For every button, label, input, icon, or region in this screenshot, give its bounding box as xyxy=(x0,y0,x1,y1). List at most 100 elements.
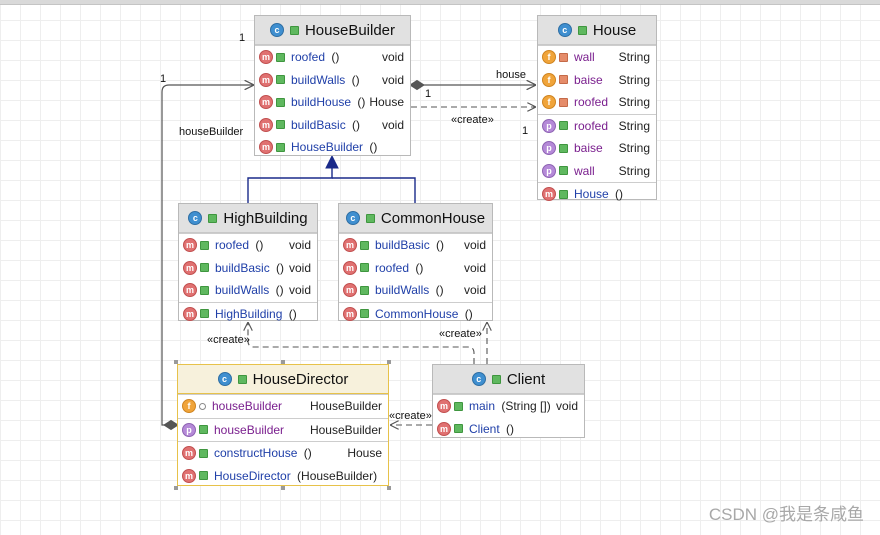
member-identifier: HighBuilding xyxy=(215,306,283,321)
member-type: String xyxy=(618,163,650,178)
member-type: String xyxy=(618,118,650,133)
multiplicity-label: 1 xyxy=(522,125,529,137)
role-label: houseBuilder xyxy=(179,126,244,138)
method-icon: m xyxy=(343,283,357,298)
public-visibility-icon xyxy=(360,285,369,295)
method-icon: m xyxy=(182,446,196,461)
public-visibility-icon xyxy=(199,448,208,458)
method-icon: m xyxy=(259,72,273,87)
member-args: (HouseBuilder) xyxy=(293,468,378,483)
aggregation-diamond xyxy=(163,419,179,431)
class-badges: c xyxy=(269,23,299,37)
class-title: HouseDirector xyxy=(252,370,349,388)
member-identifier: roofed xyxy=(215,238,250,253)
public-visibility-icon xyxy=(208,213,218,223)
member-type: void xyxy=(463,260,486,275)
field-icon: f xyxy=(542,72,556,87)
selection-handle[interactable] xyxy=(174,360,178,364)
public-visibility-icon xyxy=(360,309,369,319)
member-type: void xyxy=(555,399,578,414)
selection-handle[interactable] xyxy=(281,360,285,364)
member-type: void xyxy=(381,72,404,87)
stereotype-label: «create» xyxy=(207,334,250,346)
member-identifier: House xyxy=(574,187,609,202)
public-visibility-icon xyxy=(199,471,208,481)
member-name: buildWalls () xyxy=(291,73,382,87)
member-identifier: baise xyxy=(574,72,603,87)
member-identifier: CommonHouse xyxy=(375,306,459,321)
class-badges: c xyxy=(188,211,218,225)
role-label: house xyxy=(496,69,526,81)
prop-icon: p xyxy=(542,118,556,133)
member-args: () xyxy=(366,140,378,155)
selection-handle[interactable] xyxy=(281,486,285,490)
selection-handle[interactable] xyxy=(387,360,391,364)
member-args: () xyxy=(328,50,340,65)
member-identifier: HouseBuilder xyxy=(291,140,364,155)
member-identifier: buildWalls xyxy=(375,283,430,298)
public-visibility-icon xyxy=(200,309,209,319)
member-name: main (String []) xyxy=(469,399,556,413)
method-row[interactable]: m buildWalls ()void xyxy=(255,69,410,92)
class-header[interactable]: c HouseDirector xyxy=(178,365,388,394)
member-args: () xyxy=(611,187,624,202)
member-type: String xyxy=(618,141,650,156)
public-visibility-icon xyxy=(200,263,209,273)
member-name: buildBasic () xyxy=(375,238,464,252)
field-icon: f xyxy=(542,95,556,110)
selection-handle[interactable] xyxy=(174,486,178,490)
member-name: baise xyxy=(574,73,619,87)
member-identifier: buildHouse xyxy=(291,95,352,110)
member-type: String xyxy=(618,72,650,87)
selection-handle[interactable] xyxy=(387,486,391,490)
member-name: roofed () xyxy=(375,261,464,275)
member-identifier: buildWalls xyxy=(215,283,270,298)
method-icon: m xyxy=(343,306,357,321)
member-type: void xyxy=(463,283,486,298)
field-row[interactable]: f baise String xyxy=(538,69,656,92)
member-name: wall xyxy=(574,164,619,178)
member-name: roofed xyxy=(574,95,619,109)
field-icon: f xyxy=(182,399,196,414)
member-type: HouseBuilder xyxy=(309,399,382,414)
class-badges: c xyxy=(217,372,247,386)
member-name: HouseDirector (HouseBuilder) xyxy=(214,469,382,483)
